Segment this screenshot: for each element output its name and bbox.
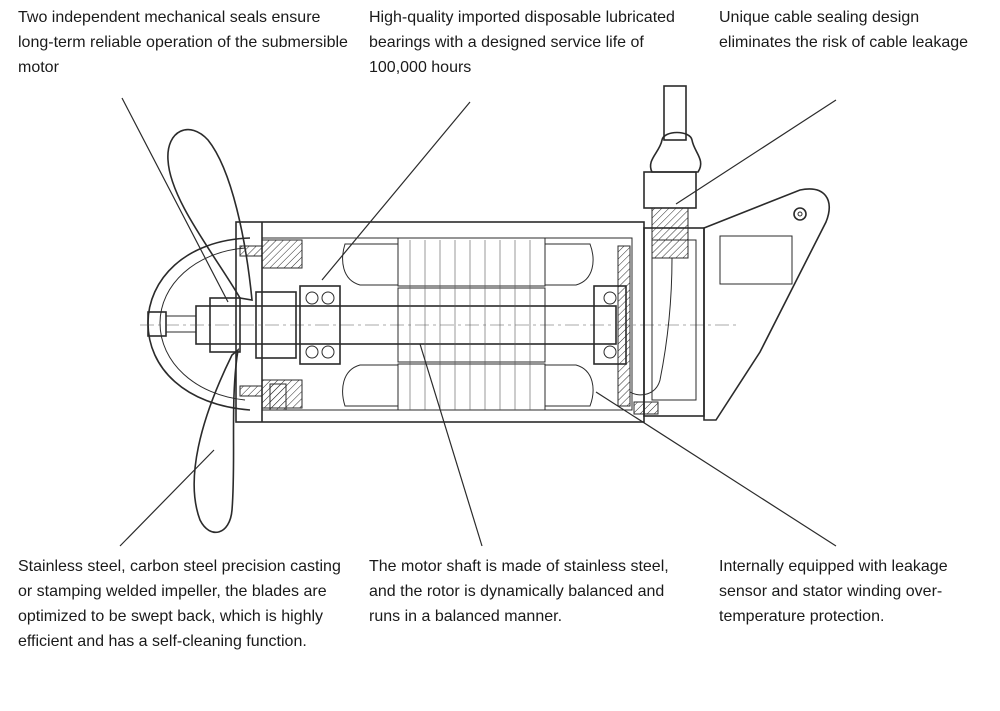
cable-seal-block xyxy=(651,207,689,259)
leader-line-motor-shaft xyxy=(419,343,483,547)
bracket-mounting-hole xyxy=(793,207,807,221)
leader-line-mechanical-seals xyxy=(121,97,229,303)
front-bearing-ball-bottom-2 xyxy=(321,345,335,359)
front-bearing-ball-top xyxy=(305,291,319,305)
front-bearing-ball-top-2 xyxy=(321,291,335,305)
hub-nut-inner xyxy=(165,315,197,333)
caption-bearings: High-quality imported disposable lubrica… xyxy=(369,9,675,76)
leader-line-bearings xyxy=(321,101,471,281)
rear-end-cap xyxy=(617,245,631,407)
rotor-laminations xyxy=(409,240,531,410)
hub-nut xyxy=(147,311,167,337)
rear-bearing-ball-top xyxy=(603,291,617,305)
bracket-nameplate xyxy=(719,235,793,285)
cable-gland-body xyxy=(643,171,697,209)
stator-end-turn-rear-top xyxy=(544,243,594,286)
caption-cable-sealing: Unique cable sealing design eliminates t… xyxy=(719,9,969,51)
seal-spring-1 xyxy=(269,383,287,411)
rear-bearing-ball-bottom xyxy=(603,345,617,359)
leader-line-cable-seal xyxy=(675,99,837,205)
internal-cable xyxy=(629,257,673,396)
propeller-lower-blade xyxy=(193,348,240,534)
caption-mechanical-seals: Two independent mechanical seals ensure … xyxy=(18,9,348,76)
mechanical-seal-1 xyxy=(209,297,241,353)
bracket-mounting-hole-inner xyxy=(797,211,803,217)
cable-gland-nut xyxy=(649,131,702,173)
junction-box-inner xyxy=(651,239,697,401)
cable xyxy=(663,85,687,141)
leader-line-leakage-sensor xyxy=(595,391,837,547)
stator-end-turn-front-bottom xyxy=(342,364,399,407)
motor-housing-inner xyxy=(261,237,633,411)
stator-core-top xyxy=(397,237,546,287)
hub-inner-arc xyxy=(159,247,246,401)
propeller-upper-blade xyxy=(167,128,253,301)
mounting-bracket xyxy=(703,188,831,421)
front-bearing-ball-bottom xyxy=(305,345,319,359)
leader-line-impeller xyxy=(119,449,215,547)
front-seal-housing-top xyxy=(261,239,303,269)
front-bolt-top xyxy=(239,245,263,257)
stator-end-turn-rear-bottom xyxy=(544,364,594,407)
caption-motor-shaft: The motor shaft is made of stainless ste… xyxy=(369,558,669,625)
caption-leakage-protection: Internally equipped with leakage sensor … xyxy=(719,558,948,625)
mechanical-seal-2 xyxy=(255,291,297,359)
stator-core-bottom xyxy=(397,363,546,411)
rotor xyxy=(397,287,546,363)
front-bearing xyxy=(299,285,341,365)
stator-end-turn-front-top xyxy=(342,243,399,286)
front-bolt-bottom xyxy=(239,385,263,397)
caption-impeller: Stainless steel, carbon steel precision … xyxy=(18,558,341,650)
junction-box-base-bolt xyxy=(633,401,659,415)
